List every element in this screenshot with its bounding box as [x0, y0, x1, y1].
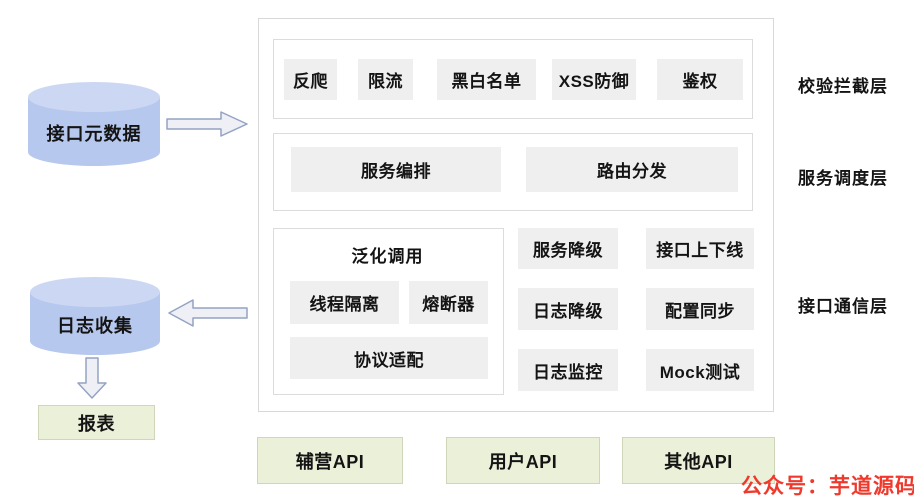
module-log-monitor: 日志监控	[518, 349, 618, 391]
module-log-degrade: 日志降级	[518, 288, 618, 330]
log-db-label: 日志收集	[57, 316, 133, 336]
module-xss-defense: XSS防御	[552, 59, 636, 100]
arrow-down-icon	[77, 357, 107, 399]
api-box-user: 用户API	[446, 437, 600, 484]
label-communication-layer: 接口通信层	[798, 297, 888, 316]
module-rate-limit: 限流	[358, 59, 413, 100]
api-box-other: 其他API	[622, 437, 775, 484]
cylinder-top-ellipse	[28, 82, 160, 112]
metadata-db-label: 接口元数据	[46, 124, 142, 144]
log-db-cylinder: 日志收集	[30, 277, 160, 355]
arrow-left-icon	[168, 299, 248, 327]
module-route-dispatch: 路由分发	[526, 147, 738, 192]
module-circuit-breaker: 熔断器	[409, 281, 488, 324]
label-validation-layer: 校验拦截层	[798, 77, 888, 96]
module-auth: 鉴权	[657, 59, 743, 100]
module-protocol-adaptation: 协议适配	[290, 337, 488, 379]
module-thread-isolation: 线程隔离	[290, 281, 399, 324]
watermark-text: 公众号：芋道源码	[741, 474, 914, 498]
arrow-right-icon	[166, 111, 248, 137]
cylinder-top-ellipse	[30, 277, 160, 307]
api-box-auxiliary: 辅营API	[257, 437, 403, 484]
module-config-sync: 配置同步	[646, 288, 754, 330]
module-mock-test: Mock测试	[646, 349, 754, 391]
label-scheduling-layer: 服务调度层	[798, 169, 888, 188]
module-service-orchestration: 服务编排	[291, 147, 501, 192]
module-service-degrade: 服务降级	[518, 228, 618, 269]
module-blackwhite-list: 黑白名单	[437, 59, 536, 100]
report-box: 报表	[38, 405, 155, 440]
generic-invoke-title: 泛化调用	[351, 247, 424, 266]
module-api-online-offline: 接口上下线	[646, 228, 754, 269]
metadata-db-cylinder: 接口元数据	[28, 82, 160, 166]
module-anti-crawler: 反爬	[284, 59, 337, 100]
